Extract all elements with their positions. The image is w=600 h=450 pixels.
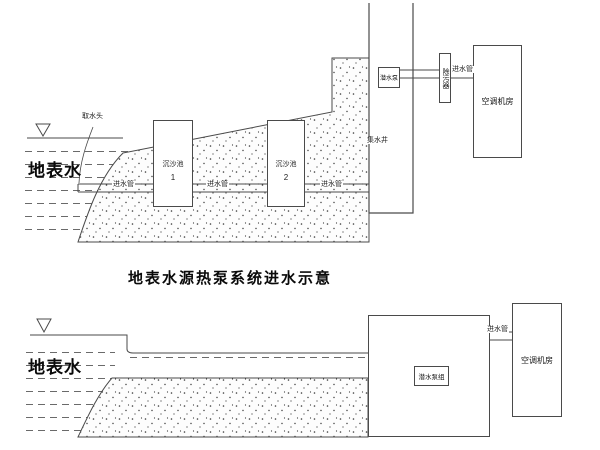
collection-well-outline (368, 3, 414, 214)
sediment-tank-2: 沉沙池 2 (267, 120, 305, 207)
top-river-water (25, 139, 153, 242)
surface-water-label-top: 地表水 (28, 161, 82, 180)
machine-room-bottom-label: 空调机房 (521, 355, 553, 365)
bottom-water-level-icon (36, 318, 52, 334)
sediment-tank-1: 沉沙池 1 (153, 120, 193, 207)
bottom-river-water (26, 340, 115, 434)
strainer-box: 除污器 (439, 53, 451, 103)
sediment-tank-1-number: 1 (170, 173, 176, 182)
machine-room-top: 空调机房 (473, 45, 522, 158)
intake-pipe-label-3: 进水管 (320, 181, 343, 189)
machine-room-bottom: 空调机房 (512, 303, 562, 417)
intake-head-label: 取水头 (82, 113, 103, 120)
sediment-tank-2-number: 2 (283, 173, 289, 182)
intake-pipe-label-5: 进水管 (486, 326, 509, 334)
submersible-pump-box: 潜水泵 (378, 67, 400, 88)
surface-water-label-bottom: 地表水 (28, 358, 82, 377)
submersible-pump-label: 潜水泵 (379, 76, 398, 82)
pump-group-label: 潜水泵组 (418, 374, 445, 381)
diagram-title: 地表水源热泵系统进水示意 (127, 270, 332, 287)
machine-room-top-label: 空调机房 (481, 97, 514, 106)
top-water-level-icon (35, 123, 51, 137)
sediment-tank-1-label: 沉沙池 (162, 161, 184, 168)
strainer-label: 除污器 (442, 67, 449, 89)
intake-pipe-label-1: 进水管 (112, 181, 135, 189)
collection-well-label: 集水井 (366, 137, 389, 145)
bottom-embankment (77, 377, 369, 438)
intake-pipe-label-2: 进水管 (206, 181, 229, 189)
sediment-tank-2-label: 沉沙池 (275, 161, 297, 168)
intake-pipe-label-4: 进水管 (451, 66, 474, 74)
bottom-mid-water (130, 353, 368, 377)
pump-group-box: 潜水泵组 (414, 366, 449, 386)
